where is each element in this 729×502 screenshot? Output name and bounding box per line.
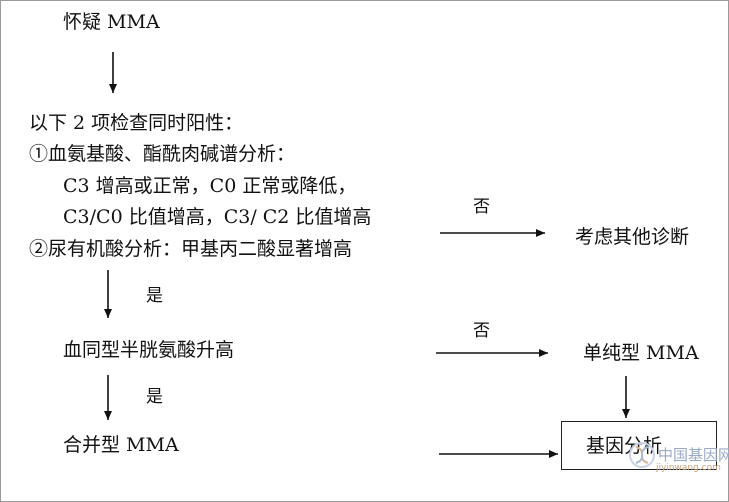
node-isolated-mma: 单纯型 MMA <box>583 342 699 364</box>
node-other-diagnosis: 考虑其他诊断 <box>575 226 690 248</box>
node-criteria-1b: C3/C0 比值增高，C3/ C2 比值增高 <box>63 206 372 228</box>
node-homocysteine: 血同型半胱氨酸升高 <box>63 339 235 361</box>
node-suspect-mma: 怀疑 MMA <box>63 11 160 33</box>
edge-label-no-1: 否 <box>473 197 490 217</box>
node-criteria-1: ①血氨基酸、酯酰肉碱谱分析： <box>29 143 296 165</box>
edge-label-yes-1: 是 <box>146 286 163 306</box>
node-criteria-title: 以下 2 项检查同时阳性： <box>29 112 244 134</box>
node-criteria-1a: C3 增高或正常，C0 正常或降低， <box>63 175 357 197</box>
watermark-text: 中国基因网 <box>658 446 729 464</box>
watermark-logo-icon <box>629 442 655 468</box>
gene-analysis-box <box>561 421 717 470</box>
edge-label-no-2: 否 <box>473 321 490 341</box>
node-criteria-2: ②尿有机酸分析：甲基丙二酸显著增高 <box>29 238 353 260</box>
edge-label-yes-2: 是 <box>146 387 163 407</box>
node-combined-mma: 合并型 MMA <box>63 434 179 456</box>
watermark-url: jiyinwang.com <box>656 463 721 473</box>
